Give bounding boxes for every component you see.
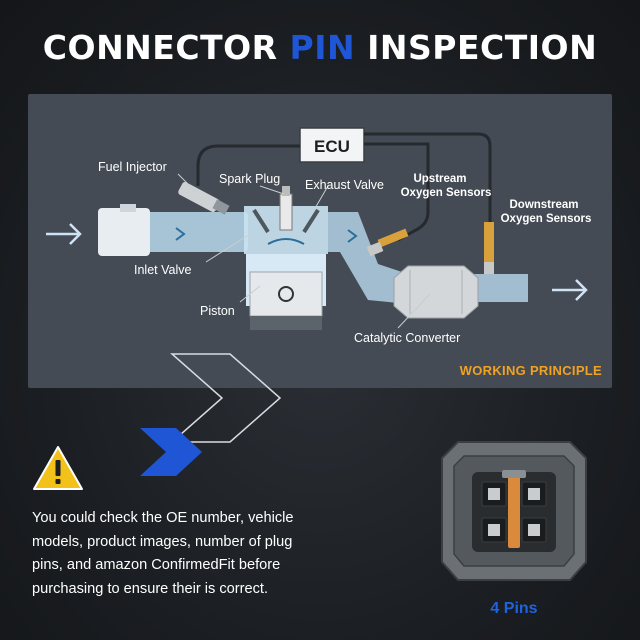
fuel-injector-label: Fuel Injector bbox=[98, 160, 167, 174]
warning-icon bbox=[33, 446, 83, 490]
upstream-label-line-2: Oxygen Sensors bbox=[401, 187, 492, 199]
downstream-label-line-1: Downstream bbox=[509, 199, 578, 211]
exhaust-pipe bbox=[328, 212, 408, 304]
fuel-injector-icon bbox=[178, 182, 230, 215]
connector-plug-icon bbox=[441, 441, 587, 581]
spark-plug-icon bbox=[279, 193, 293, 231]
description-line-1: You could check the OE number, vehicle bbox=[32, 510, 294, 526]
upstream-label-line-1: Upstream bbox=[413, 173, 466, 185]
description-line-4: purchasing to ensure their is correct. bbox=[32, 580, 269, 597]
description-line-2: models, product images, number of plug bbox=[32, 533, 293, 550]
catalytic-converter-label: Catalytic Converter bbox=[354, 331, 460, 345]
working-principle-label: WORKING PRINCIPLE bbox=[459, 363, 602, 378]
pin-count-label: 4 Pins bbox=[490, 600, 538, 617]
title-part-1: CONNECTOR bbox=[42, 28, 290, 67]
piston-icon bbox=[249, 271, 323, 317]
connector-pins bbox=[481, 481, 547, 543]
description-text: You could check the OE number, vehicle m… bbox=[32, 507, 362, 601]
page-title: CONNECTOR PIN INSPECTION bbox=[0, 28, 640, 67]
piston-label: Piston bbox=[200, 304, 235, 318]
inlet-valve-label: Inlet Valve bbox=[134, 263, 191, 277]
engine-diagram: ECU Fuel Injector Spark Plug Exh bbox=[46, 127, 592, 345]
upstream-oxygen-sensor-icon bbox=[366, 228, 409, 257]
description-line-3: pins, and amazon ConfirmedFit before bbox=[32, 557, 281, 573]
intake-arrow-icon bbox=[46, 223, 82, 245]
title-part-2: PIN bbox=[289, 28, 356, 67]
exhaust-valve-label: Exhaust Valve bbox=[305, 178, 384, 192]
ecu-label: ECU bbox=[314, 137, 350, 156]
title-part-3: INSPECTION bbox=[355, 28, 598, 67]
downstream-oxygen-sensor-icon bbox=[484, 222, 494, 274]
working-principle-panel: ECU Fuel Injector Spark Plug Exh bbox=[28, 94, 612, 388]
spark-plug-label: Spark Plug bbox=[219, 172, 280, 186]
downstream-label-line-2: Oxygen Sensors bbox=[501, 213, 592, 225]
catalytic-converter-icon bbox=[393, 265, 479, 319]
air-flow-meter bbox=[98, 208, 150, 256]
exhaust-arrow-icon bbox=[552, 279, 588, 301]
chevron-arrow-icon bbox=[140, 353, 282, 476]
